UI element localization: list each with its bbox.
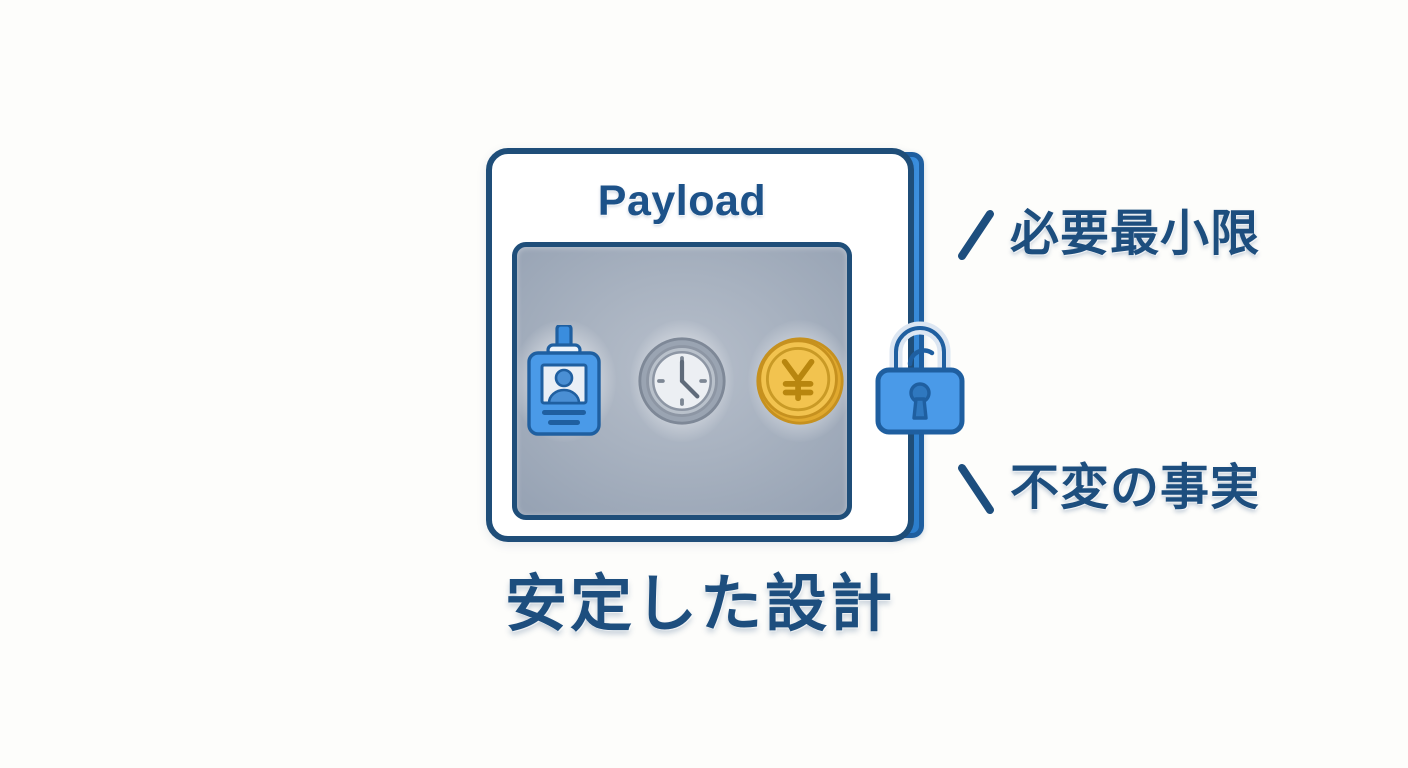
leader-line-backslash-icon — [958, 464, 994, 514]
payload-card-title: Payload — [597, 177, 767, 225]
payload-icon-row — [517, 247, 847, 515]
yen-coin-icon — [754, 321, 846, 441]
clock-icon — [636, 321, 728, 441]
leader-line-slash-icon — [958, 210, 994, 260]
padlock-icon — [866, 300, 974, 448]
callout-immutable: 不変の事実 — [958, 462, 1260, 514]
callout-immutable-text: 不変の事実 — [1010, 460, 1261, 515]
bottom-caption: 安定した設計 — [504, 570, 895, 639]
id-badge-icon — [518, 321, 610, 441]
callout-minimum: 必要最小限 — [958, 208, 1260, 260]
payload-card: Payload — [486, 148, 914, 542]
callout-minimum-text: 必要最小限 — [1010, 206, 1261, 261]
payload-content-panel — [512, 242, 852, 520]
